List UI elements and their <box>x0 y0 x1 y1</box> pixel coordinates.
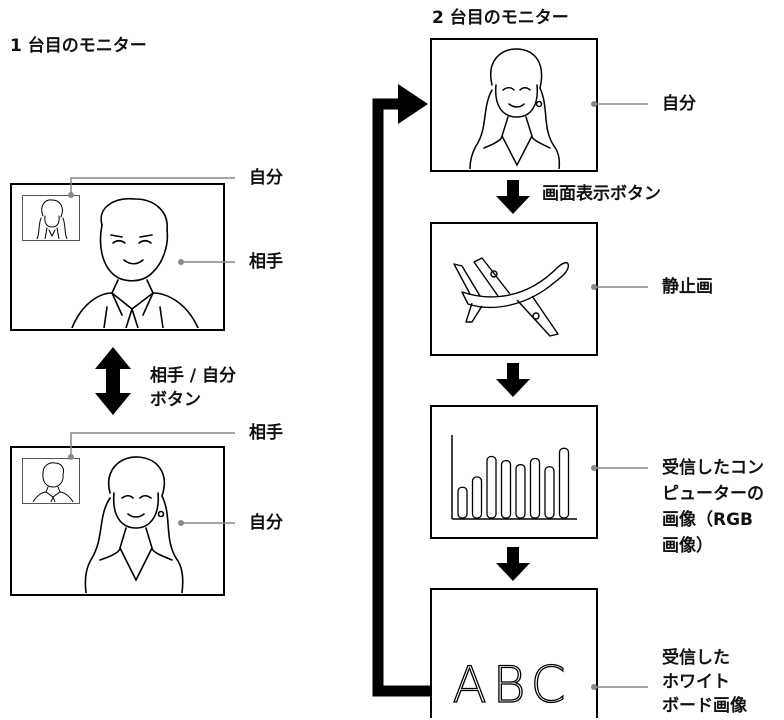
self-woman-portrait <box>84 456 184 593</box>
chart-bar <box>544 466 555 519</box>
airplane-icon <box>453 257 570 337</box>
label-screen-still-image: 静止画 <box>662 277 713 297</box>
partner-man-portrait <box>71 198 199 328</box>
down-arrow-1 <box>496 180 530 214</box>
monitor2-screen-self <box>430 38 598 172</box>
label-screen-self: 自分 <box>662 94 696 114</box>
monitor1-title: 1 台目のモニター <box>10 36 147 56</box>
monitor2-screen-still-image <box>430 222 598 356</box>
monitor1-bottom-pip <box>22 458 80 504</box>
whiteboard-drawing: ABC <box>452 655 572 714</box>
monitor1-top-pip <box>22 195 80 241</box>
down-arrow-2 <box>496 363 530 397</box>
label-screen-whiteboard-line3: ボード画像 <box>662 696 747 716</box>
monitor2-title: 2 台目のモニター <box>432 8 569 28</box>
chart-bar <box>529 457 541 519</box>
chart-bar <box>457 486 468 519</box>
label-bottom-main: 自分 <box>249 513 283 533</box>
whiteboard-text: ABC <box>453 656 572 714</box>
label-top-pip: 自分 <box>249 168 283 188</box>
monitor1-bottom-screen <box>10 446 225 596</box>
partner-self-button-label-line1: 相手 / 自分 <box>150 366 237 386</box>
monitor2-screen-whiteboard: ABC <box>430 588 598 718</box>
chart-bar <box>500 459 512 519</box>
down-arrow-3 <box>496 547 530 581</box>
display-button-label: 画面表示ボタン <box>542 184 661 204</box>
up-down-arrow <box>95 347 131 415</box>
label-screen-whiteboard-line2: ホワイト <box>662 672 730 692</box>
label-bottom-pip: 相手 <box>249 423 283 443</box>
chart-bar <box>558 447 570 519</box>
partner-man-thumbnail <box>32 462 74 502</box>
self-woman-thumbnail <box>36 199 68 239</box>
label-screen-rgb-line4: 画像） <box>662 536 713 556</box>
chart-bar <box>471 476 483 519</box>
self-woman-portrait <box>469 48 561 169</box>
label-screen-whiteboard-line1: 受信した <box>662 648 730 668</box>
chart-bar <box>515 464 526 519</box>
label-screen-rgb-line2: ピューターの <box>662 484 764 504</box>
label-screen-rgb-line3: 画像（RGB <box>662 510 754 530</box>
chart-bar <box>486 455 497 519</box>
rgb-bar-chart <box>451 435 577 520</box>
label-top-main: 相手 <box>249 252 283 272</box>
monitor2-screen-rgb-image <box>430 405 598 539</box>
partner-self-button-label-line2: ボタン <box>150 390 201 410</box>
monitor1-top-screen <box>10 183 225 331</box>
label-screen-rgb-line1: 受信したコン <box>662 458 764 478</box>
